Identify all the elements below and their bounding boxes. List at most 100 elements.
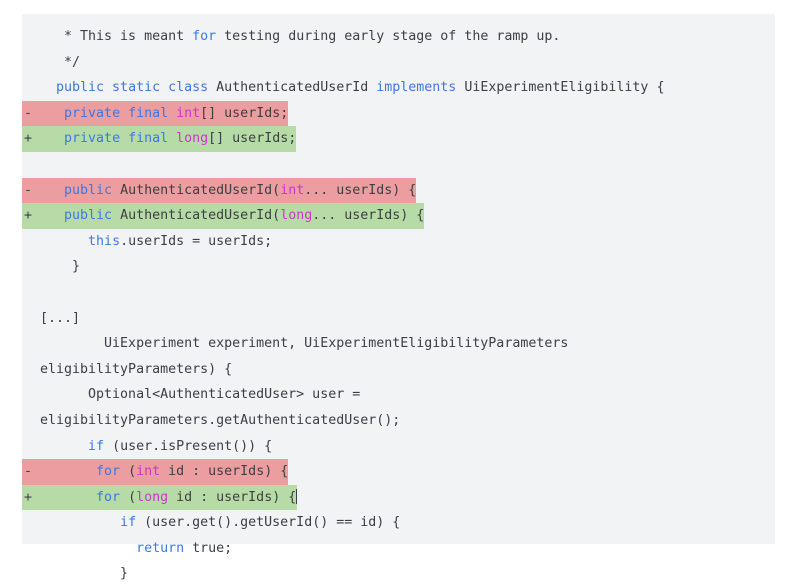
code-line[interactable] [22, 280, 775, 306]
code-token-plain: eligibilityParameters.getAuthenticatedUs… [40, 412, 401, 428]
code-token-plain [168, 131, 176, 146]
code-token-plain: testing during early stage of the ramp u… [216, 29, 561, 44]
code-token-plain: AuthenticatedUserId( [112, 182, 281, 198]
code-token-plain: * This is meant [40, 29, 193, 44]
code-token-kw: public [64, 208, 113, 224]
code-token-plain: [] userIds; [208, 131, 297, 147]
diff-no-marker [32, 434, 40, 460]
context-line: */ [22, 50, 80, 76]
code-line[interactable]: */ [22, 50, 775, 76]
code-line[interactable]: + private final long[] userIds; [22, 126, 775, 152]
context-line: Optional<AuthenticatedUser> user = [22, 382, 360, 408]
code-line[interactable]: - for (int id : userIds) { [22, 459, 775, 485]
code-token-kw: return [136, 540, 185, 556]
code-line[interactable]: * This is meant for testing during early… [22, 24, 775, 50]
code-diff-block[interactable]: * This is meant for testing during early… [22, 14, 775, 581]
diff-added-line: + private final long[] userIds; [22, 126, 297, 152]
code-token-plain: eligibilityParameters) { [40, 361, 233, 377]
code-line[interactable]: if (user.isPresent()) { [22, 434, 775, 460]
code-line[interactable]: - public AuthenticatedUserId(int... user… [22, 177, 775, 204]
code-token-plain [32, 464, 96, 479]
code-line[interactable]: } [22, 561, 775, 587]
code-line[interactable]: this.userIds = userIds; [22, 229, 775, 255]
code-line[interactable]: + for (long id : userIds) { [22, 484, 775, 511]
context-line: eligibilityParameters) { [22, 357, 232, 383]
code-token-type: long [280, 208, 313, 224]
diff-no-marker [32, 561, 40, 587]
code-token-plain: ... userIds) { [304, 182, 417, 198]
code-token-plain: true; [184, 540, 233, 556]
diff-no-marker [32, 50, 40, 76]
code-token-plain [32, 106, 64, 121]
code-line[interactable]: if (user.get().getUserId() == id) { [22, 510, 775, 536]
code-token-plain: Optional<AuthenticatedUser> user = [40, 387, 361, 403]
diff-plus-marker: + [24, 131, 33, 147]
diff-deleted-line: - public AuthenticatedUserId(int... user… [22, 177, 417, 204]
diff-no-marker [32, 280, 40, 306]
diff-deleted-line: - private final int[] userIds; [22, 100, 289, 127]
diff-no-marker [32, 357, 40, 383]
diff-no-marker [32, 408, 40, 434]
code-token-plain: (user.get().getUserId() == id) { [136, 515, 401, 531]
code-token-plain [32, 208, 64, 223]
context-line: if (user.get().getUserId() == id) { [22, 510, 400, 536]
diff-added-line: + for (long id : userIds) { [22, 484, 298, 511]
diff-no-marker [32, 382, 40, 408]
code-line[interactable]: return true; [22, 536, 775, 562]
code-line[interactable]: public static class AuthenticatedUserId … [22, 75, 775, 101]
context-line: UiExperiment experiment, UiExperimentEli… [22, 331, 568, 357]
code-token-plain [32, 490, 96, 505]
code-token-plain [40, 80, 56, 95]
code-token-plain [40, 515, 120, 530]
code-token-kw: for [96, 489, 121, 505]
code-token-type: int [176, 105, 201, 121]
diff-minus-marker: - [24, 105, 33, 121]
code-line[interactable]: + public AuthenticatedUserId(long... use… [22, 203, 775, 229]
context-line: this.userIds = userIds; [22, 229, 272, 255]
code-token-kw: if [88, 438, 105, 454]
code-token-plain: ... userIds) { [312, 208, 425, 224]
code-line[interactable]: eligibilityParameters) { [22, 357, 775, 383]
diff-minus-marker: - [24, 464, 33, 480]
code-line[interactable]: [...] [22, 306, 775, 332]
diff-no-marker [32, 331, 40, 357]
code-token-plain [168, 106, 176, 121]
code-token-type: int [280, 182, 305, 198]
code-token-plain: id : userIds) { [160, 464, 289, 480]
context-line: return true; [22, 536, 232, 562]
code-token-plain: AuthenticatedUserId( [112, 208, 281, 224]
code-line[interactable]: Optional<AuthenticatedUser> user = [22, 382, 775, 408]
code-token-type: long [136, 489, 169, 505]
context-line [22, 152, 40, 178]
code-line[interactable]: } [22, 254, 775, 280]
code-line[interactable]: - private final int[] userIds; [22, 100, 775, 127]
code-token-plain: (user.isPresent()) { [104, 438, 273, 454]
code-token-plain [40, 541, 136, 556]
code-token-kw: public static class [56, 80, 209, 96]
code-token-plain: [] userIds; [200, 105, 289, 121]
code-line[interactable]: eligibilityParameters.getAuthenticatedUs… [22, 408, 775, 434]
code-token-plain: UiExperiment experiment, UiExperimentEli… [40, 336, 569, 352]
code-token-kw: private final [64, 131, 169, 147]
diff-no-marker [32, 152, 40, 178]
code-token-plain: } [40, 259, 81, 275]
code-token-plain: id : userIds) { [168, 489, 297, 505]
diff-no-marker [32, 75, 40, 101]
code-token-plain: ( [120, 489, 137, 505]
code-token-plain [40, 439, 88, 454]
code-token-kw: private final [64, 105, 169, 121]
code-token-plain: AuthenticatedUserId [208, 80, 377, 96]
code-token-type: int [136, 464, 161, 480]
code-token-plain: [...] [40, 310, 81, 326]
diff-plus-marker: + [24, 208, 33, 224]
code-token-plain: ( [120, 464, 137, 480]
context-line [22, 280, 40, 306]
code-line[interactable] [22, 152, 775, 178]
diff-no-marker [32, 229, 40, 255]
context-line: [...] [22, 306, 80, 332]
context-line: } [22, 254, 80, 280]
code-token-kw: for [192, 29, 217, 44]
text-cursor-caret [296, 488, 298, 504]
diff-added-line: + public AuthenticatedUserId(long... use… [22, 203, 425, 229]
code-line[interactable]: UiExperiment experiment, UiExperimentEli… [22, 331, 775, 357]
